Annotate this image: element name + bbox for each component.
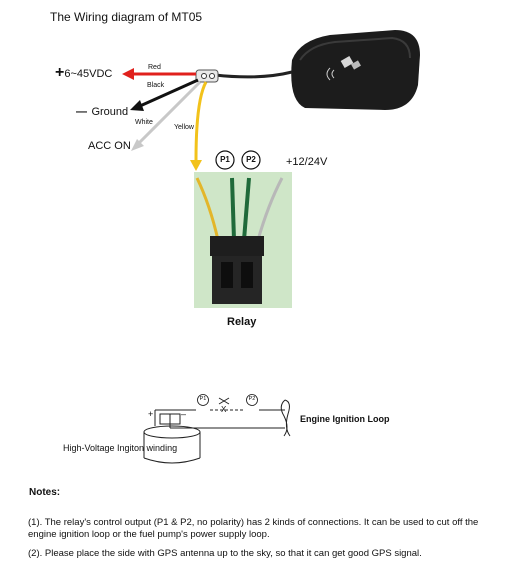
circuit-plus: + — [148, 409, 154, 419]
relay-image — [194, 172, 292, 308]
circuit-p1-label: P1 — [199, 396, 207, 402]
note-1: (1). The relay's control output (P1 & P2… — [28, 517, 479, 540]
relay-label: Relay — [227, 316, 257, 328]
cable-connector — [195, 69, 219, 83]
red-wire-arrow — [122, 68, 196, 80]
circuit-p1-badge — [197, 394, 209, 406]
ignition-circuit — [143, 397, 291, 464]
device-cable — [214, 70, 293, 79]
plus-sign: + — [55, 64, 65, 81]
yellow-wire-arrow — [190, 81, 208, 171]
relay-p1-label: P1 — [220, 155, 230, 164]
diagram-title: The Wiring diagram of MT05 — [50, 10, 203, 24]
power-label: 6~45VDC — [64, 68, 113, 80]
white-wire-arrow — [131, 80, 202, 151]
cut-mark: X — [221, 405, 227, 414]
satellite-icon — [326, 56, 361, 81]
minus-sign: — — [76, 106, 87, 118]
gps-tracker-device — [291, 30, 420, 110]
power-terminal: +6~45VDC — [55, 64, 112, 82]
circuit-minus: – — [181, 409, 187, 419]
circuit-p2-badge — [246, 394, 258, 406]
ground-terminal: — Ground — [76, 102, 128, 120]
engine-loop-label: Engine Ignition Loop — [300, 414, 390, 424]
acc-label: ACC ON — [88, 140, 131, 152]
black-wire-arrow — [130, 78, 199, 111]
notes-heading: Notes: — [29, 487, 61, 498]
circuit-p2-label: P2 — [248, 396, 256, 402]
black-wire-label: Black — [147, 82, 165, 89]
supply-label: +12/24V — [286, 156, 328, 168]
yellow-wire-label: Yellow — [174, 124, 194, 131]
red-wire-label: Red — [148, 64, 161, 71]
note-2: (2). Please place the side with GPS ante… — [28, 548, 422, 559]
white-wire-label: White — [135, 119, 153, 126]
p2-badge — [241, 150, 261, 170]
p1-badge — [215, 150, 235, 170]
relay-p2-label: P2 — [246, 155, 256, 164]
ground-label: Ground — [91, 106, 129, 118]
winding-label: High-Voltage Ingiton winding — [63, 443, 178, 453]
